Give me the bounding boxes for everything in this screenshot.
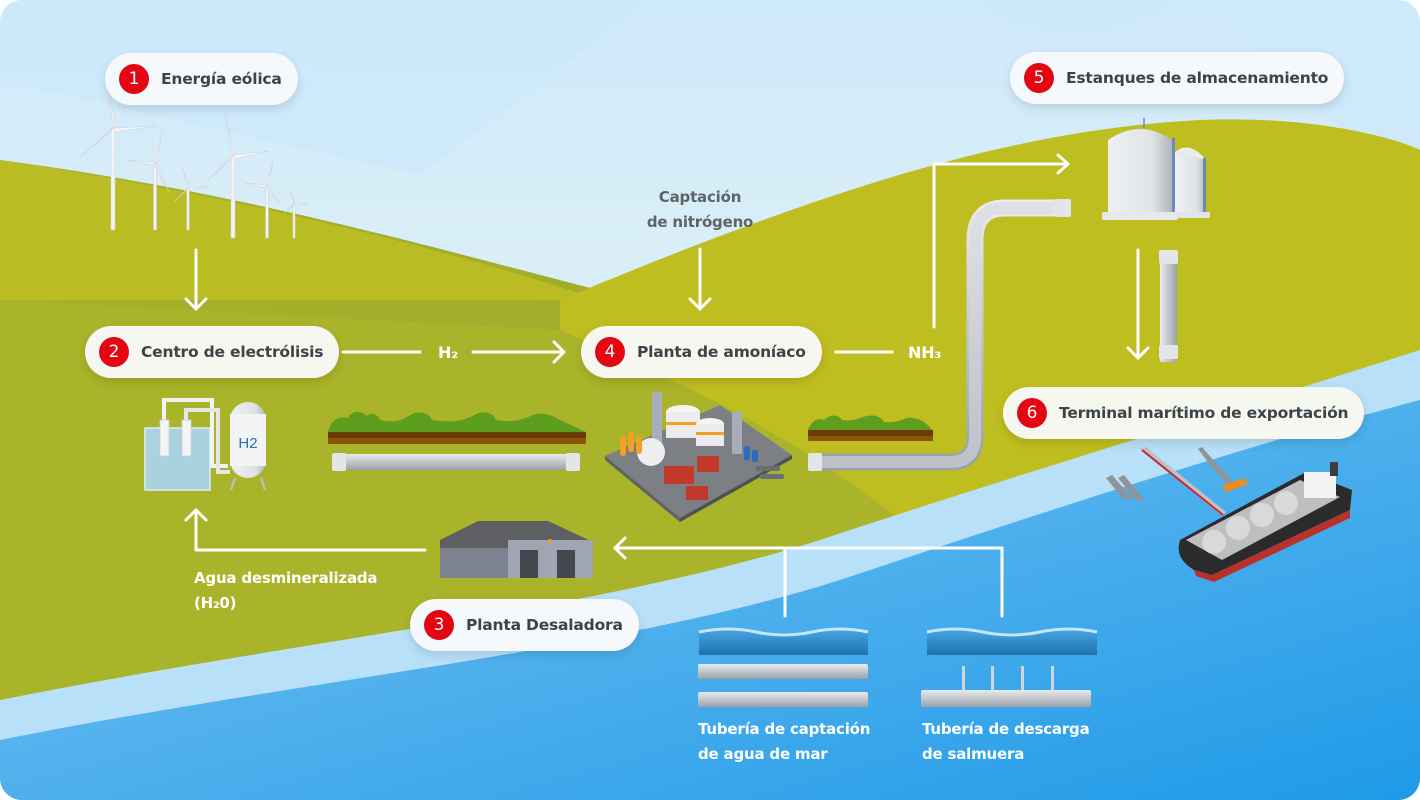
arrow-storage-to-terminal — [1126, 248, 1150, 360]
demineralized-water-label: Agua desmineralizada (H₂0) — [194, 566, 378, 616]
nitrogen-label-line2: de nitrógeno — [646, 213, 754, 231]
arrow-wind-to-electrolysis — [184, 248, 208, 311]
water-label-line1: Agua desmineralizada — [194, 569, 378, 587]
desalination-plant-icon — [440, 521, 593, 578]
step-4-ammonia-plant[interactable]: 4 Planta de amoníaco — [581, 326, 822, 378]
arrow-sea-to-desal — [613, 536, 1004, 618]
brine-discharge-label: Tubería de descarga de salmuera — [922, 717, 1090, 767]
underground-pipe-right-icon — [808, 199, 1071, 471]
h2-flow-label: H₂ — [438, 343, 458, 362]
step-number-badge: 2 — [99, 337, 129, 367]
discharge-label-line2: de salmuera — [922, 745, 1025, 763]
arrow-water-to-electrolysis — [184, 508, 427, 552]
intake-label-line2: de agua de mar — [698, 745, 828, 763]
intake-label-line1: Tubería de captación — [698, 720, 871, 738]
nitrogen-capture-label: Captación de nitrógeno — [630, 185, 770, 235]
step-1-wind-energy[interactable]: 1 Energía eólica — [105, 53, 298, 105]
step-label: Centro de electrólisis — [141, 343, 324, 361]
step-2-electrolysis-center[interactable]: 2 Centro de electrólisis — [85, 326, 340, 378]
seawater-intake-pipes-icon — [698, 627, 869, 707]
export-terminal-icon — [1106, 447, 1352, 582]
step-number-badge: 6 — [1017, 398, 1047, 428]
storage-tanks-icon — [1102, 118, 1210, 362]
step-3-desalination-plant[interactable]: 3 Planta Desaladora — [410, 599, 639, 651]
discharge-label-line1: Tubería de descarga — [922, 720, 1090, 738]
step-6-export-terminal[interactable]: 6 Terminal marítimo de exportación — [1003, 387, 1365, 439]
step-label: Estanques de almacenamiento — [1066, 69, 1329, 87]
step-number-badge: 1 — [119, 64, 149, 94]
arrow-nitrogen-down — [688, 247, 712, 311]
nitrogen-label-line1: Captación — [658, 188, 742, 206]
seawater-intake-label: Tubería de captación de agua de mar — [698, 717, 870, 767]
arrow-nh3-to-storage — [932, 153, 1070, 329]
wind-turbines-icon — [78, 75, 309, 239]
nh3-flow-label: NH₃ — [908, 343, 942, 362]
step-label: Planta Desaladora — [466, 616, 623, 634]
water-label-line2: (H₂0) — [194, 594, 237, 612]
arrow-h2-right — [471, 340, 566, 364]
underground-pipe-left-icon — [328, 411, 586, 471]
step-number-badge: 4 — [595, 337, 625, 367]
h2-tank-label: H2 — [238, 435, 257, 452]
ammonia-plant-icon — [605, 392, 792, 522]
electrolyzer-icon — [144, 398, 267, 491]
step-5-storage-tanks[interactable]: 5 Estanques de almacenamiento — [1010, 52, 1345, 104]
brine-discharge-pipe-icon — [921, 627, 1098, 707]
step-label: Planta de amoníaco — [637, 343, 806, 361]
step-label: Terminal marítimo de exportación — [1059, 404, 1349, 422]
flow-arrows — [184, 153, 1150, 618]
step-number-badge: 3 — [424, 610, 454, 640]
step-label: Energía eólica — [161, 70, 282, 88]
step-number-badge: 5 — [1024, 63, 1054, 93]
